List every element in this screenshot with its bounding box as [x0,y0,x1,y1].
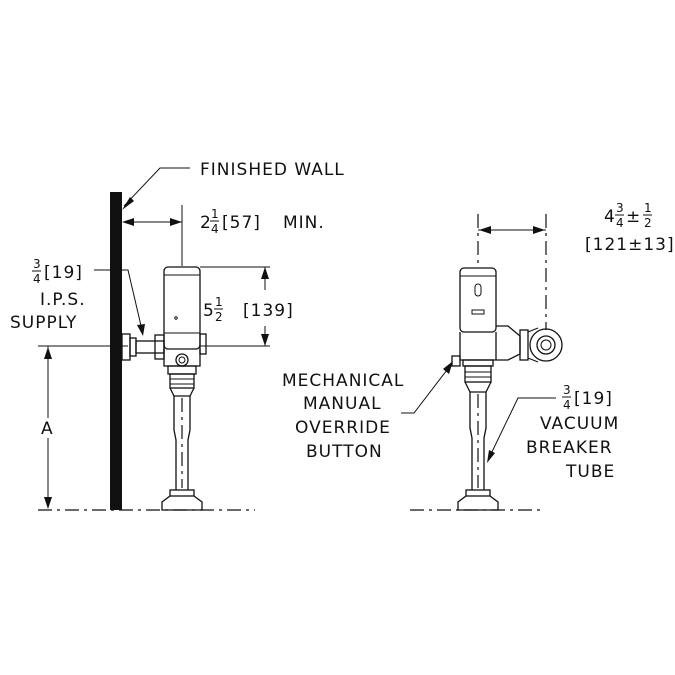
supply-pipe [121,333,165,361]
tube-line2: VACUUM [540,414,619,434]
height-frac-num: 1 [215,295,223,309]
finished-wall-leader [123,167,190,207]
clearance-frac-num: 1 [211,207,219,221]
clearance-frac-den: 4 [211,222,219,236]
clearance-dimension: 2 1 4 [57] MIN. [122,205,325,266]
supply-metric: [19] [44,263,83,283]
depth-dimension: 4 3 4 ± 1 2 [121±13] [478,201,675,255]
supply-frac-num: 3 [33,257,41,271]
tube-line4: TUBE [565,462,615,482]
supply-frac-den: 4 [33,272,41,286]
finished-wall [110,192,122,510]
tube-metric: [19] [574,389,613,409]
override-label: MECHANICAL MANUAL OVERRIDE BUTTON [282,361,453,462]
supply-label: 3 4 [19] I.P.S. SUPPLY [10,257,145,336]
override-line3: OVERRIDE [295,418,391,438]
height-frac-den: 2 [215,310,223,324]
supply-line2: I.P.S. [40,290,86,310]
tube-line3: BREAKER [526,438,613,458]
clearance-whole: 2 [200,213,212,233]
a-dimension: A [38,345,128,509]
override-button-front [451,355,461,367]
front-view: 4 3 4 ± 1 2 [121±13] MECHANICAL MANUAL O… [282,201,675,511]
depth-whole: 4 [604,207,616,227]
clearance-metric: [57] [222,213,261,233]
override-line2: MANUAL [303,394,382,414]
depth-tol-num: 1 [644,201,652,215]
override-button-side [175,353,189,367]
tube-frac-num: 3 [563,383,571,397]
tube-frac-den: 4 [563,398,571,412]
supply-line3: SUPPLY [10,313,77,333]
depth-metric: [121±13] [585,235,675,255]
override-line1: MECHANICAL [282,371,404,391]
clearance-suffix: MIN. [283,213,325,233]
depth-tol-den: 2 [644,216,652,230]
depth-frac-num: 3 [616,201,624,215]
height-dimension: 5 1 2 [139] [200,266,294,347]
height-metric: [139] [243,301,294,321]
side-view: FINISHED WALL 2 1 4 [57] MIN. 5 1 2 [10,160,345,511]
override-line4: BUTTON [306,442,383,462]
dim-a-label: A [41,419,54,439]
valve-body-side [161,266,207,511]
finished-wall-label: FINISHED WALL [200,160,345,180]
depth-frac-den: 4 [616,216,624,230]
valve-body-front [451,267,563,511]
tube-label: 3 4 [19] VACUUM BREAKER TUBE [487,383,619,482]
depth-pm: ± [626,207,641,227]
height-whole: 5 [203,301,215,321]
